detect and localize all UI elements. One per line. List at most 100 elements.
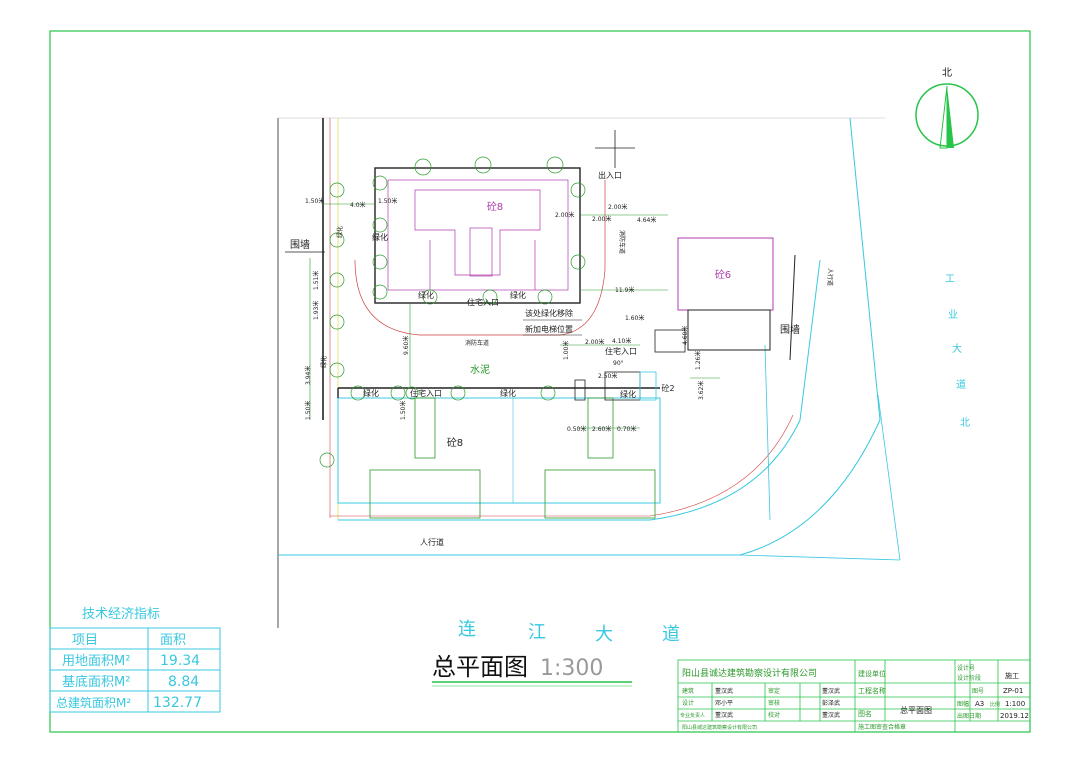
greening-label-5: 绿化 bbox=[500, 388, 516, 398]
name-1: 邓小平 bbox=[715, 699, 733, 707]
cement-label: 水泥 bbox=[470, 363, 490, 376]
role-3: 审定 bbox=[768, 687, 780, 695]
north-label: 北 bbox=[942, 67, 952, 79]
footer-right: 施工图审查合格章 bbox=[858, 723, 906, 731]
drawing-name: 总平面图 bbox=[900, 705, 932, 715]
svg-text:大: 大 bbox=[595, 624, 613, 645]
sheet-no-label: 图号 bbox=[972, 688, 984, 695]
date-label: 出图日期 bbox=[957, 712, 981, 720]
company-name: 阳山县诚达建筑勘察设计有限公司 bbox=[682, 667, 817, 679]
name-3: 董汉武 bbox=[822, 687, 840, 695]
residential-entrance-top: 住宅入口 bbox=[467, 297, 499, 307]
building-top: 砼8 bbox=[374, 167, 581, 304]
building-right-label: 砼6 bbox=[715, 268, 731, 281]
date-value: 2019.12 bbox=[1000, 712, 1029, 720]
svg-text:1.50米: 1.50米 bbox=[305, 197, 324, 205]
svg-text:2.50米: 2.50米 bbox=[598, 372, 617, 380]
lianjiang-avenue-name: 连 江 大 道 bbox=[458, 619, 680, 645]
exit-entrance-label: 出入口 bbox=[598, 170, 622, 180]
svg-text:4.60米: 4.60米 bbox=[681, 326, 689, 345]
building-small-label: 砼2 bbox=[661, 383, 674, 393]
greening-label-8: 绿化 bbox=[320, 356, 328, 368]
remove-greening-label: 该处绿化移除 bbox=[525, 308, 573, 318]
svg-text:4.64米: 4.64米 bbox=[637, 216, 656, 224]
svg-text:1.60米: 1.60米 bbox=[625, 314, 644, 322]
svg-text:1.50米: 1.50米 bbox=[378, 197, 397, 205]
svg-text:道: 道 bbox=[662, 624, 680, 645]
sheet-no: ZP-01 bbox=[1003, 687, 1023, 695]
wall-left-label: 围墙 bbox=[290, 238, 310, 251]
angle-label: 90° bbox=[613, 360, 624, 367]
svg-text:1.00米: 1.00米 bbox=[562, 341, 570, 360]
table-row-2-value: 132.77 bbox=[153, 695, 202, 711]
svg-text:2.00米: 2.00米 bbox=[592, 215, 611, 223]
greening-label-6: 绿化 bbox=[620, 389, 636, 399]
site-boundary bbox=[277, 117, 901, 628]
stage-label-1: 设计号 bbox=[957, 664, 975, 672]
svg-text:工: 工 bbox=[945, 274, 955, 285]
svg-text:2.00米: 2.00米 bbox=[555, 211, 574, 219]
table-row-0-item: 用地面积M² bbox=[62, 654, 130, 669]
dimension-lines bbox=[309, 203, 720, 429]
drawing-frame bbox=[49, 30, 1031, 733]
table-row-1-value: 8.84 bbox=[168, 674, 199, 690]
sidewalk-bottom-label: 人行道 bbox=[420, 537, 444, 547]
drawing-title: 总平面图 1:300 bbox=[432, 653, 632, 687]
role-1: 设计 bbox=[682, 699, 694, 707]
greening-label-1: 绿化 bbox=[372, 232, 388, 242]
wall-right-label: 围墙 bbox=[780, 323, 800, 336]
industrial-avenue-name: 工 业 大 道 北 bbox=[945, 274, 970, 429]
dimension-texts: 1.50米 4.0米 1.50米 2.00米 2.00米 4.64米 11.9米… bbox=[304, 197, 705, 433]
scale-value: 1:100 bbox=[1005, 700, 1025, 708]
drawing-scale-text: 1:300 bbox=[540, 656, 603, 681]
residential-entrance-bottom: 住宅入口 bbox=[410, 388, 442, 398]
footer-left: 阳山县城达建筑勘察设计有限公司 bbox=[682, 724, 757, 731]
fire-lane-label: 消防车道 bbox=[465, 339, 489, 347]
sidewalk-right-label: 人行道 bbox=[826, 268, 834, 286]
role-0: 建筑 bbox=[682, 687, 694, 695]
title-block-text: 阳山县诚达建筑勘察设计有限公司 建设单位 工程名称 图名 总平面图 设计号 设计… bbox=[680, 664, 1029, 731]
svg-text:大: 大 bbox=[952, 342, 962, 355]
svg-text:11.9米: 11.9米 bbox=[615, 286, 634, 294]
table-row-0-value: 19.34 bbox=[160, 653, 200, 669]
size-label: 图幅 bbox=[957, 700, 969, 708]
svg-text:1.50米: 1.50米 bbox=[399, 401, 407, 420]
drawing-name-label: 图名 bbox=[858, 709, 872, 718]
svg-text:3.62米: 3.62米 bbox=[697, 381, 705, 400]
svg-text:0.70米: 0.70米 bbox=[617, 425, 636, 433]
fire-lane-vertical-label: 消防车道 bbox=[618, 230, 626, 254]
new-elevator-label: 新加电梯位置 bbox=[525, 324, 573, 334]
building-top-label: 砼8 bbox=[487, 200, 503, 213]
svg-text:北: 北 bbox=[960, 417, 970, 429]
table-row-2-item: 总建筑面积M² bbox=[56, 695, 131, 710]
greening-label-3: 绿化 bbox=[510, 290, 526, 300]
svg-text:业: 业 bbox=[948, 309, 958, 321]
svg-text:4.10米: 4.10米 bbox=[612, 337, 631, 345]
svg-text:4.0米: 4.0米 bbox=[350, 201, 366, 209]
role-4: 审核 bbox=[768, 699, 780, 707]
svg-text:3.94米: 3.94米 bbox=[304, 366, 312, 385]
stage-label-2: 设计阶段 bbox=[957, 674, 981, 682]
name-0: 董汉武 bbox=[715, 687, 733, 695]
building-bottom-label: 砼8 bbox=[447, 436, 463, 449]
svg-text:9.60米: 9.60米 bbox=[402, 336, 410, 355]
table-header-area: 面积 bbox=[160, 633, 186, 648]
client-label: 建设单位 bbox=[858, 669, 886, 678]
svg-text:2.60米: 2.60米 bbox=[592, 425, 611, 433]
scale-label: 比例 bbox=[990, 701, 1000, 708]
residential-entrance-right: 住宅入口 bbox=[605, 346, 637, 356]
plan-labels: 出入口 围墙 围墙 绿化 绿化 绿化 绿化 绿化 绿化 绿化 绿化 住宅入口 住… bbox=[285, 130, 834, 547]
greening-label-7: 绿化 bbox=[336, 226, 344, 238]
greening-label-2: 绿化 bbox=[418, 290, 434, 300]
size-value: A3 bbox=[975, 700, 984, 708]
svg-text:1.93米: 1.93米 bbox=[312, 301, 320, 320]
building-right: 砼6 bbox=[654, 237, 774, 353]
project-label: 工程名称 bbox=[858, 686, 886, 695]
svg-text:1.50米: 1.50米 bbox=[304, 401, 312, 420]
svg-text:连: 连 bbox=[458, 619, 476, 640]
table-title: 技术经济指标 bbox=[82, 607, 160, 622]
svg-text:2.00米: 2.00米 bbox=[608, 203, 627, 211]
svg-text:1.51米: 1.51米 bbox=[312, 271, 320, 290]
greening-label-4: 绿化 bbox=[363, 388, 379, 398]
